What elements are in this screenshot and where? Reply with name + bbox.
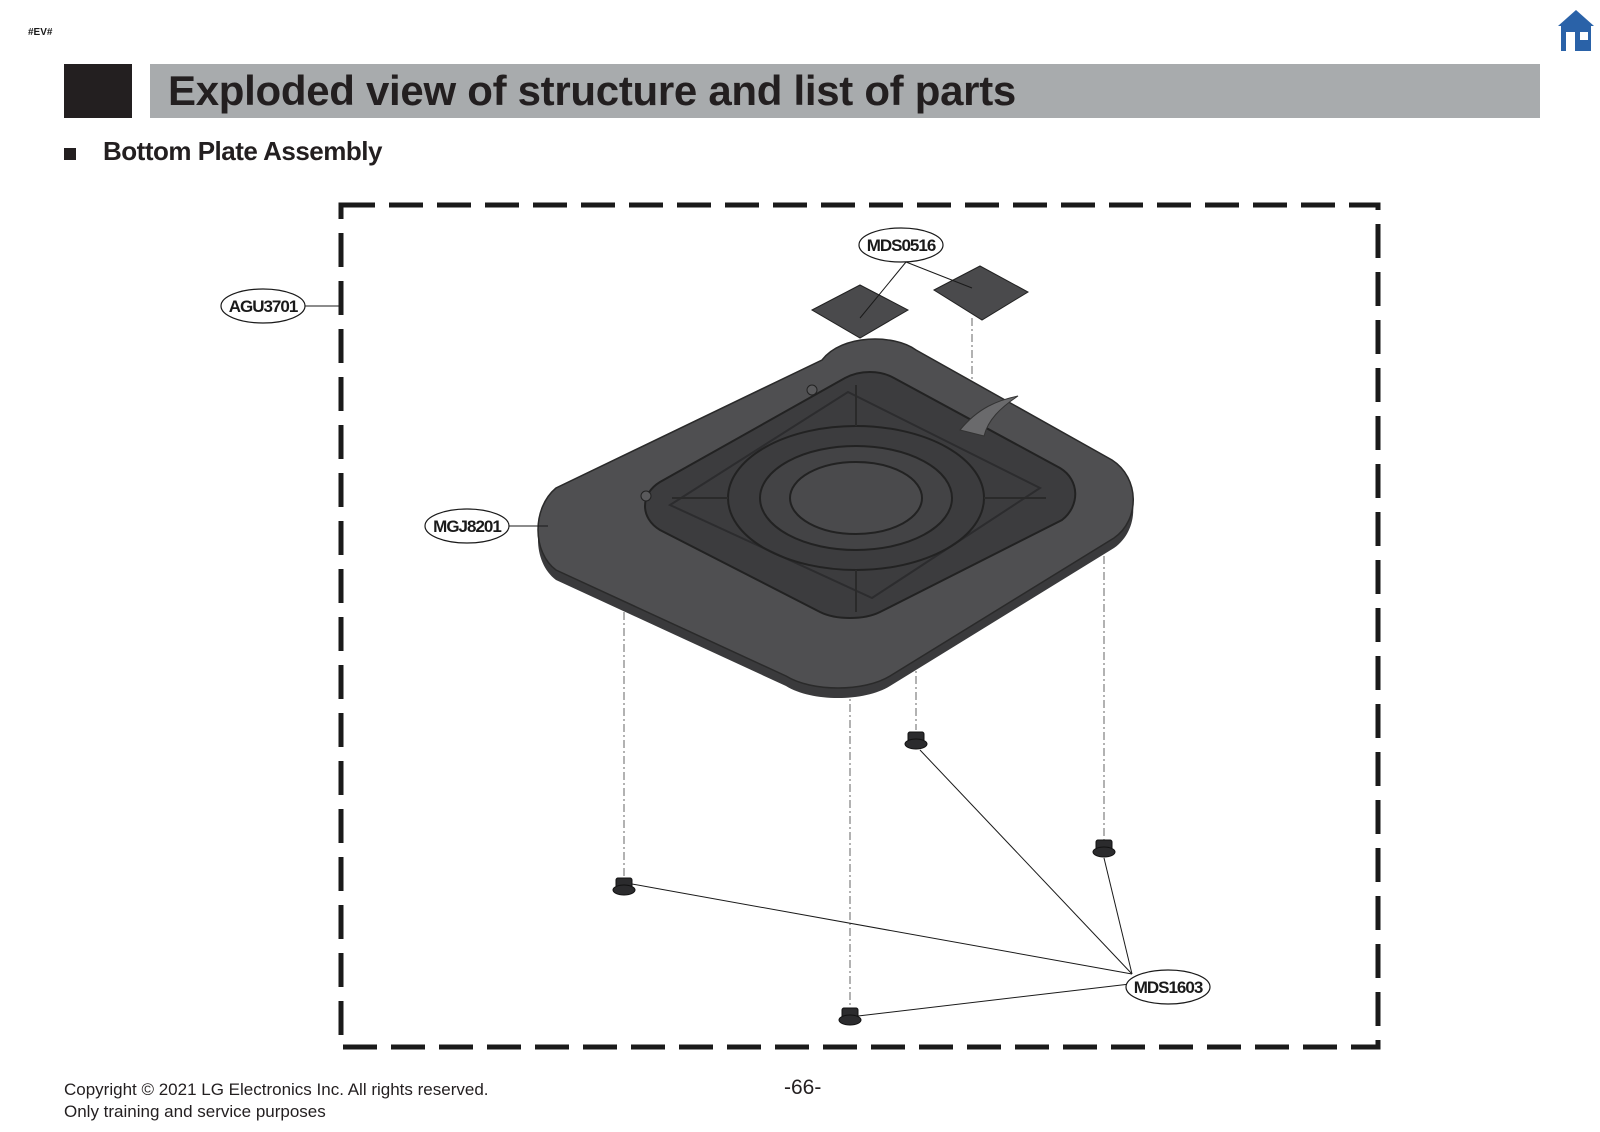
bullet-square-icon	[64, 147, 76, 160]
copyright-text: Copyright © 2021 LG Electronics Inc. All…	[64, 1080, 489, 1099]
title-bar: Exploded view of structure and list of p…	[150, 64, 1540, 118]
footer: Copyright © 2021 LG Electronics Inc. All…	[64, 1079, 489, 1123]
dashed-frame	[338, 202, 1381, 1050]
part-label-mds0516: MDS0516	[867, 236, 936, 255]
callout-mds0516: MDS0516	[858, 227, 944, 263]
part-label-mds1603: MDS1603	[1134, 978, 1203, 997]
leader-lines	[304, 261, 1133, 1017]
callout-agu3701: AGU3701	[220, 288, 306, 324]
part-label-mgj8201: MGJ8201	[433, 517, 501, 536]
bottom-plate	[537, 338, 1134, 698]
pad-parts	[810, 265, 1030, 339]
callout-mds1603: MDS1603	[1125, 969, 1211, 1005]
home-icon	[1558, 10, 1594, 51]
title-accent-block	[64, 64, 132, 118]
document-marker: #EV#	[28, 27, 53, 38]
page-number: -66-	[784, 1076, 822, 1099]
section-heading: Bottom Plate Assembly	[64, 136, 382, 167]
page-title: Exploded view of structure and list of p…	[168, 67, 1016, 114]
home-button[interactable]	[1556, 8, 1596, 52]
section-title: Bottom Plate Assembly	[103, 136, 382, 166]
callout-mgj8201: MGJ8201	[424, 508, 510, 544]
usage-note: Only training and service purposes	[64, 1102, 326, 1121]
rubber-feet	[612, 731, 1116, 1026]
part-label-agu3701: AGU3701	[229, 297, 298, 316]
